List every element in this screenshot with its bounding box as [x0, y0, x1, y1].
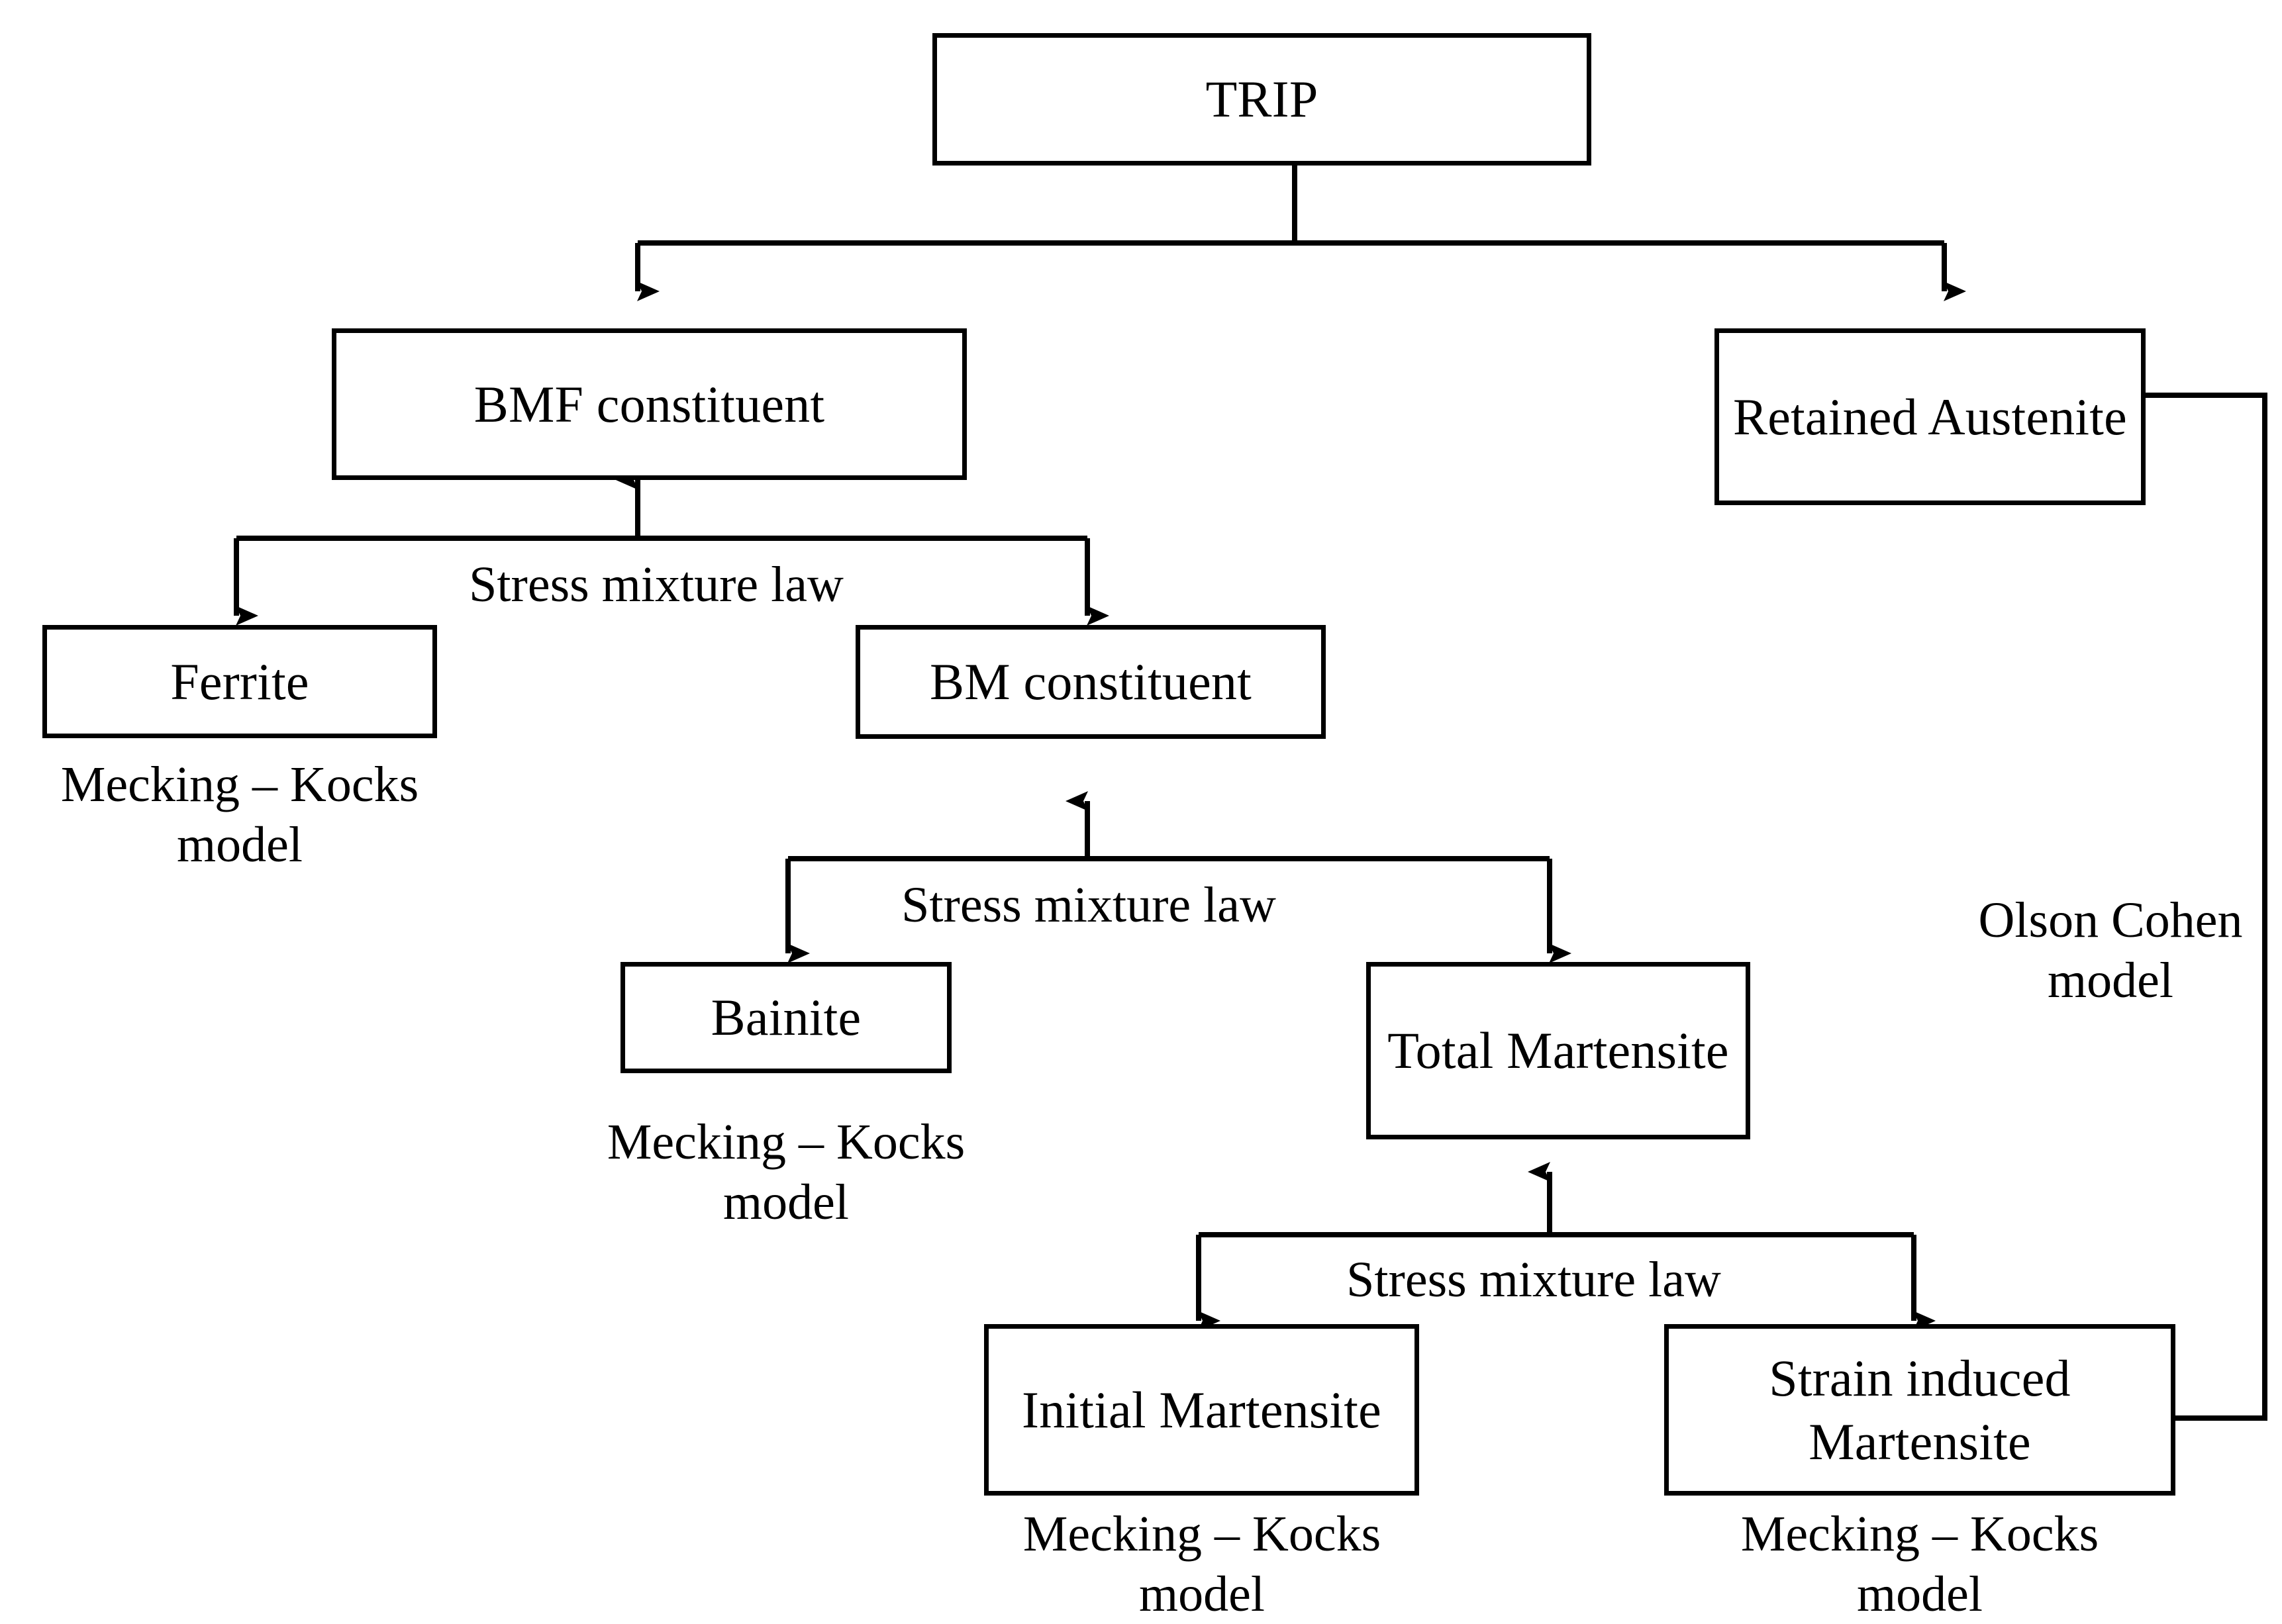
edge-label-olson-cohen: Olson Cohen model [1978, 892, 2243, 1009]
node-bm-constituent-label: BM constituent [930, 653, 1252, 711]
node-initial-martensite[interactable]: Initial Martensite [984, 1324, 1419, 1496]
edge-label-bm-split: Stress mixture law [873, 877, 1305, 935]
node-retained-austenite-label: Retained Austenite [1733, 387, 2127, 446]
node-ferrite-label: Ferrite [170, 652, 309, 710]
edge-label-bmf-split: Stress mixture law [440, 556, 872, 614]
node-bainite-label: Bainite [711, 988, 862, 1047]
caption-ferrite-model: Mecking – Kocks model [60, 757, 419, 873]
node-bm-constituent[interactable]: BM constituent [856, 625, 1326, 739]
node-trip[interactable]: TRIP [932, 33, 1591, 166]
node-trip-label: TRIP [1205, 70, 1318, 128]
caption-strain-induced-martensite-model: Mecking – Kocks model [1740, 1506, 2099, 1623]
node-retained-austenite[interactable]: Retained Austenite [1714, 328, 2146, 505]
caption-initial-martensite-model: Mecking – Kocks model [1022, 1506, 1381, 1623]
node-strain-induced-martensite-label: Strain induced Martensite [1769, 1349, 2071, 1470]
node-bmf-constituent[interactable]: BMF constituent [332, 328, 967, 480]
edge-label-martensite-split: Stress mixture law [1318, 1251, 1750, 1310]
node-total-martensite-label: Total Martensite [1387, 1022, 1729, 1080]
node-bmf-constituent-label: BMF constituent [473, 375, 825, 433]
node-total-martensite[interactable]: Total Martensite [1366, 962, 1750, 1139]
node-strain-induced-martensite[interactable]: Strain induced Martensite [1664, 1324, 2175, 1496]
node-ferrite[interactable]: Ferrite [42, 625, 437, 738]
caption-bainite-model: Mecking – Kocks model [607, 1114, 966, 1231]
node-initial-martensite-label: Initial Martensite [1022, 1380, 1381, 1439]
node-bainite[interactable]: Bainite [620, 962, 952, 1073]
